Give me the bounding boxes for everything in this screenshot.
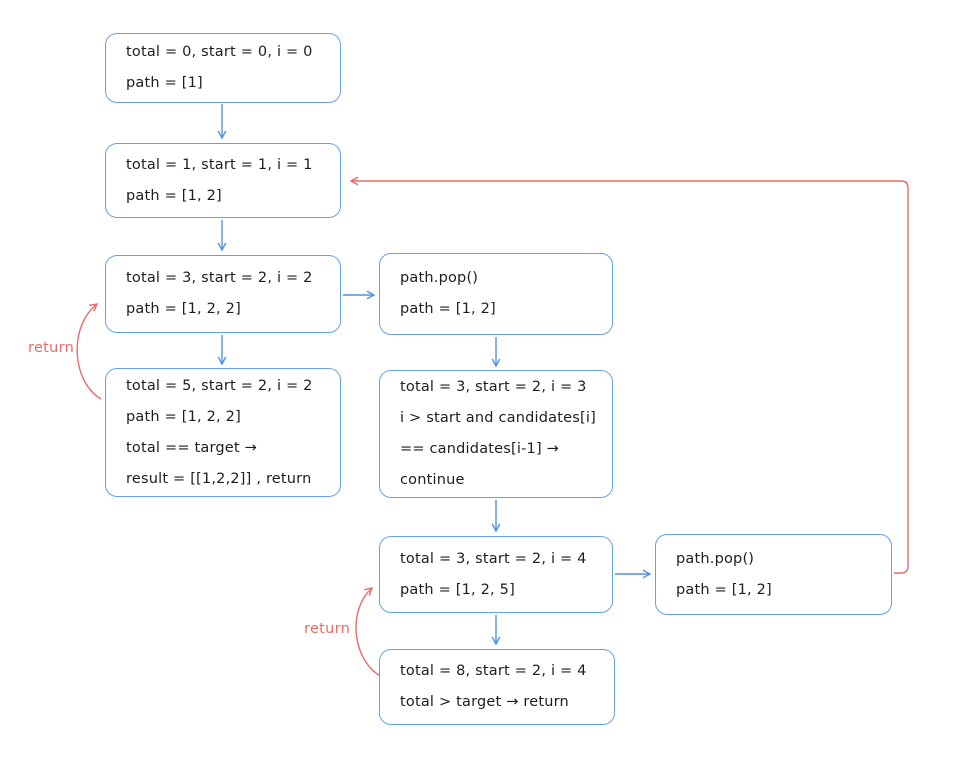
node-path-pop-2: path.pop() path = [1, 2] [655,534,892,615]
node-line: path = [1, 2, 2] [126,301,241,317]
node-line: total > target → return [400,694,569,710]
node-line: i > start and candidates[i] [400,410,596,426]
node-call-i4: total = 3, start = 2, i = 4 path = [1, 2… [379,536,613,613]
node-call-depth1: total = 1, start = 1, i = 1 path = [1, 2… [105,143,341,218]
node-line: total = 3, start = 2, i = 2 [126,270,313,286]
node-line: path.pop() [400,270,479,286]
node-skip-duplicate: total = 3, start = 2, i = 3 i > start an… [379,370,613,498]
node-line: path = [1, 2] [400,301,496,317]
node-line: path = [1, 2, 2] [126,408,241,425]
node-line: total = 8, start = 2, i = 4 [400,663,587,679]
node-line: path = [1, 2] [126,187,222,204]
node-initial-call: total = 0, start = 0, i = 0 path = [1] [105,33,341,103]
node-line: path = [1, 2, 5] [400,581,515,598]
return-label-left: return [28,340,75,356]
node-target-found: total = 5, start = 2, i = 2 path = [1, 2… [105,368,341,497]
node-line: total = 3, start = 2, i = 3 [400,379,587,395]
node-exceed-target: total = 8, start = 2, i = 4 total > targ… [379,649,615,725]
node-line: path = [1] [126,75,203,91]
return-label-right: return [304,621,351,637]
red-return-arrow-left [76,303,102,400]
node-line: total == target → [126,439,257,456]
node-line: path = [1, 2] [676,581,772,598]
node-call-depth2: total = 3, start = 2, i = 2 path = [1, 2… [105,255,341,333]
node-line: result = [[1,2,2]] , return [126,470,312,487]
node-line: total = 1, start = 1, i = 1 [126,156,313,173]
node-line: continue [400,472,465,488]
node-path-pop-1: path.pop() path = [1, 2] [379,253,613,335]
node-line: == candidates[i-1] → [400,441,559,457]
node-line: total = 0, start = 0, i = 0 [126,44,313,60]
node-line: path.pop() [676,550,755,567]
node-line: total = 5, start = 2, i = 2 [126,377,313,394]
node-line: total = 3, start = 2, i = 4 [400,550,587,567]
